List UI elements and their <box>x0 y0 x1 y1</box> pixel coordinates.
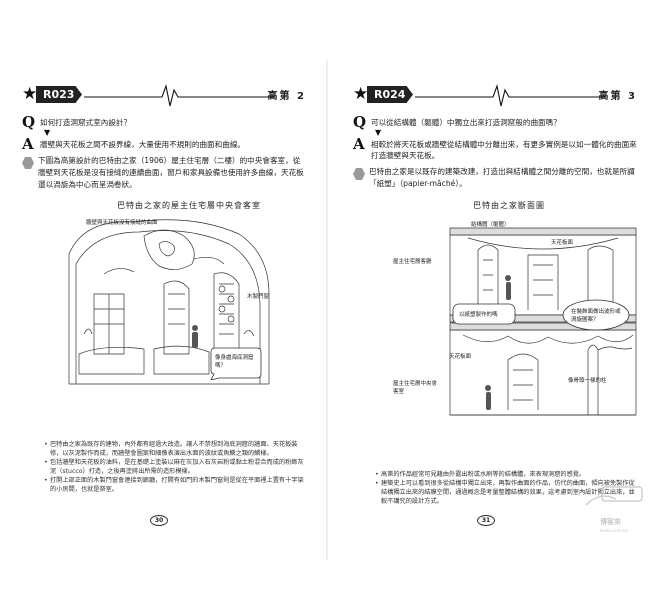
callout-owner-floor-bottom: 屋主住宅層中央會客室 <box>393 381 438 395</box>
down-arrow-icon: ▼ <box>375 128 382 137</box>
callout-ceiling-bottom: 天花板面 <box>449 354 472 360</box>
section-topic: 高第 3 <box>598 91 637 102</box>
note-text: 巴特由之家是以既存的建築改建，打造出與結構體之間分離的空間，也就是所謂「紙塑」（… <box>369 167 635 188</box>
section-code: R024 <box>367 86 413 103</box>
speech-bubble-right <box>562 299 630 331</box>
question-text: 如何打造洞窟式室內設計？ <box>40 118 132 127</box>
section-code: R023 <box>36 86 82 103</box>
callout-ceiling: 牆壁與天花板沒有接縫的曲面 <box>86 220 158 226</box>
bookstore-watermark-logo <box>585 486 643 506</box>
answer-text: 牆壁與天花板之間不設界線，大量使用不規則的曲面和曲線。 <box>40 140 246 149</box>
pulse-line-icon <box>84 83 274 107</box>
section-topic: 高第 2 <box>267 91 306 102</box>
question-mark-q: Q <box>353 113 367 131</box>
callout-column: 像骨頭一樣的柱 <box>568 378 607 384</box>
note-text: 下圖為高第設計的巴特由之家（1906）屋主住宅層（二樓）的中央會客室，從牆壁到天… <box>38 156 304 189</box>
answer-mark-a: A <box>22 135 34 153</box>
bullet-item: 打開上部正面的木製門窗會連接到廊廳，打開有如門的木製門窗則是從在平面裡上置有十字… <box>44 476 309 494</box>
bullet-item: 包括牆壁和天花板的油料，是在基礎上塗裝以麻在灰加入石灰岩粉或黏土粉混合而成的粉飾… <box>44 458 309 476</box>
question-text: 可以從結構體（軀體）中獨立出來打造洞窟般的曲面嗎？ <box>371 118 561 127</box>
question-mark-q: Q <box>22 113 36 131</box>
bullet-item: 建築史上可以看到很多從結構中獨立出來，再製作曲面的作品，仿代的曲面，傾向被免製作… <box>375 479 640 506</box>
callout-bubble: 像身處海底洞窟嗎？ <box>215 355 254 369</box>
page-number: 30 <box>150 515 168 526</box>
pulse-line-icon <box>415 83 605 107</box>
page-gutter <box>326 60 328 560</box>
figure-title: 巴特由之家的屋主住宅層中央會客室 <box>117 201 261 210</box>
callout-ceiling-top: 天花板面 <box>551 240 574 246</box>
hexagon-bullet-icon <box>353 168 365 180</box>
callout-window: 木製門窗 <box>247 294 270 300</box>
answer-text: 相較於將天花板或牆壁從結構體中分離出來，有更多實例是以如一體化的曲面來打造牆壁與… <box>371 140 637 160</box>
watermark-url: books.com.tw <box>600 528 628 533</box>
hexagon-bullet-icon <box>22 157 34 169</box>
bullet-item: 高第的作品經常可見藉由外露出粉或水刷等的結構體，來表現洞窟的感覺。 <box>375 470 640 479</box>
answer-mark-a: A <box>353 135 365 153</box>
watermark-text: 博客來 <box>600 518 621 526</box>
star-icon: ★ <box>22 84 38 104</box>
bullet-list: 高第的作品經常可見藉由外露出粉或水刷等的結構體，來表現洞窟的感覺。 建築史上可以… <box>375 470 640 506</box>
figure-title: 巴特由之家斷面圖 <box>473 201 545 210</box>
star-icon: ★ <box>353 84 369 104</box>
left-page: ★ R023 高第 2 Q 如何打造洞窟式室內設計？ ▼ A 牆壁與天花板之間不… <box>22 0 322 609</box>
right-header: ★ R024 高第 3 <box>353 82 643 110</box>
callout-structure: 結構體（軀體） <box>471 222 510 228</box>
page-number: 31 <box>477 515 495 526</box>
right-page: ★ R024 高第 3 Q 可以從結構體（軀體）中獨立出來打造洞窟般的曲面嗎？ … <box>353 0 653 609</box>
speech-bubble <box>210 347 262 380</box>
callout-bubble-right: 在裝飾面做出波形或渦旋圖案？ <box>571 309 621 323</box>
down-arrow-icon: ▼ <box>44 128 51 137</box>
bullet-list: 巴特由之家為既存的建物，內外都有經過大改造。讓人不禁想到海底洞窟的牆面、天花板裝… <box>44 440 309 494</box>
bullet-item: 巴特由之家為既存的建物，內外都有經過大改造。讓人不禁想到海底洞窟的牆面、天花板裝… <box>44 440 309 458</box>
left-header: ★ R023 高第 2 <box>22 82 312 110</box>
callout-bubble-left: 以紙塑製作的嗎 <box>459 312 498 318</box>
callout-owner-floor: 屋主住宅層客廳 <box>393 259 432 265</box>
salon-illustration <box>68 219 270 385</box>
speech-bubble-left <box>452 303 516 325</box>
